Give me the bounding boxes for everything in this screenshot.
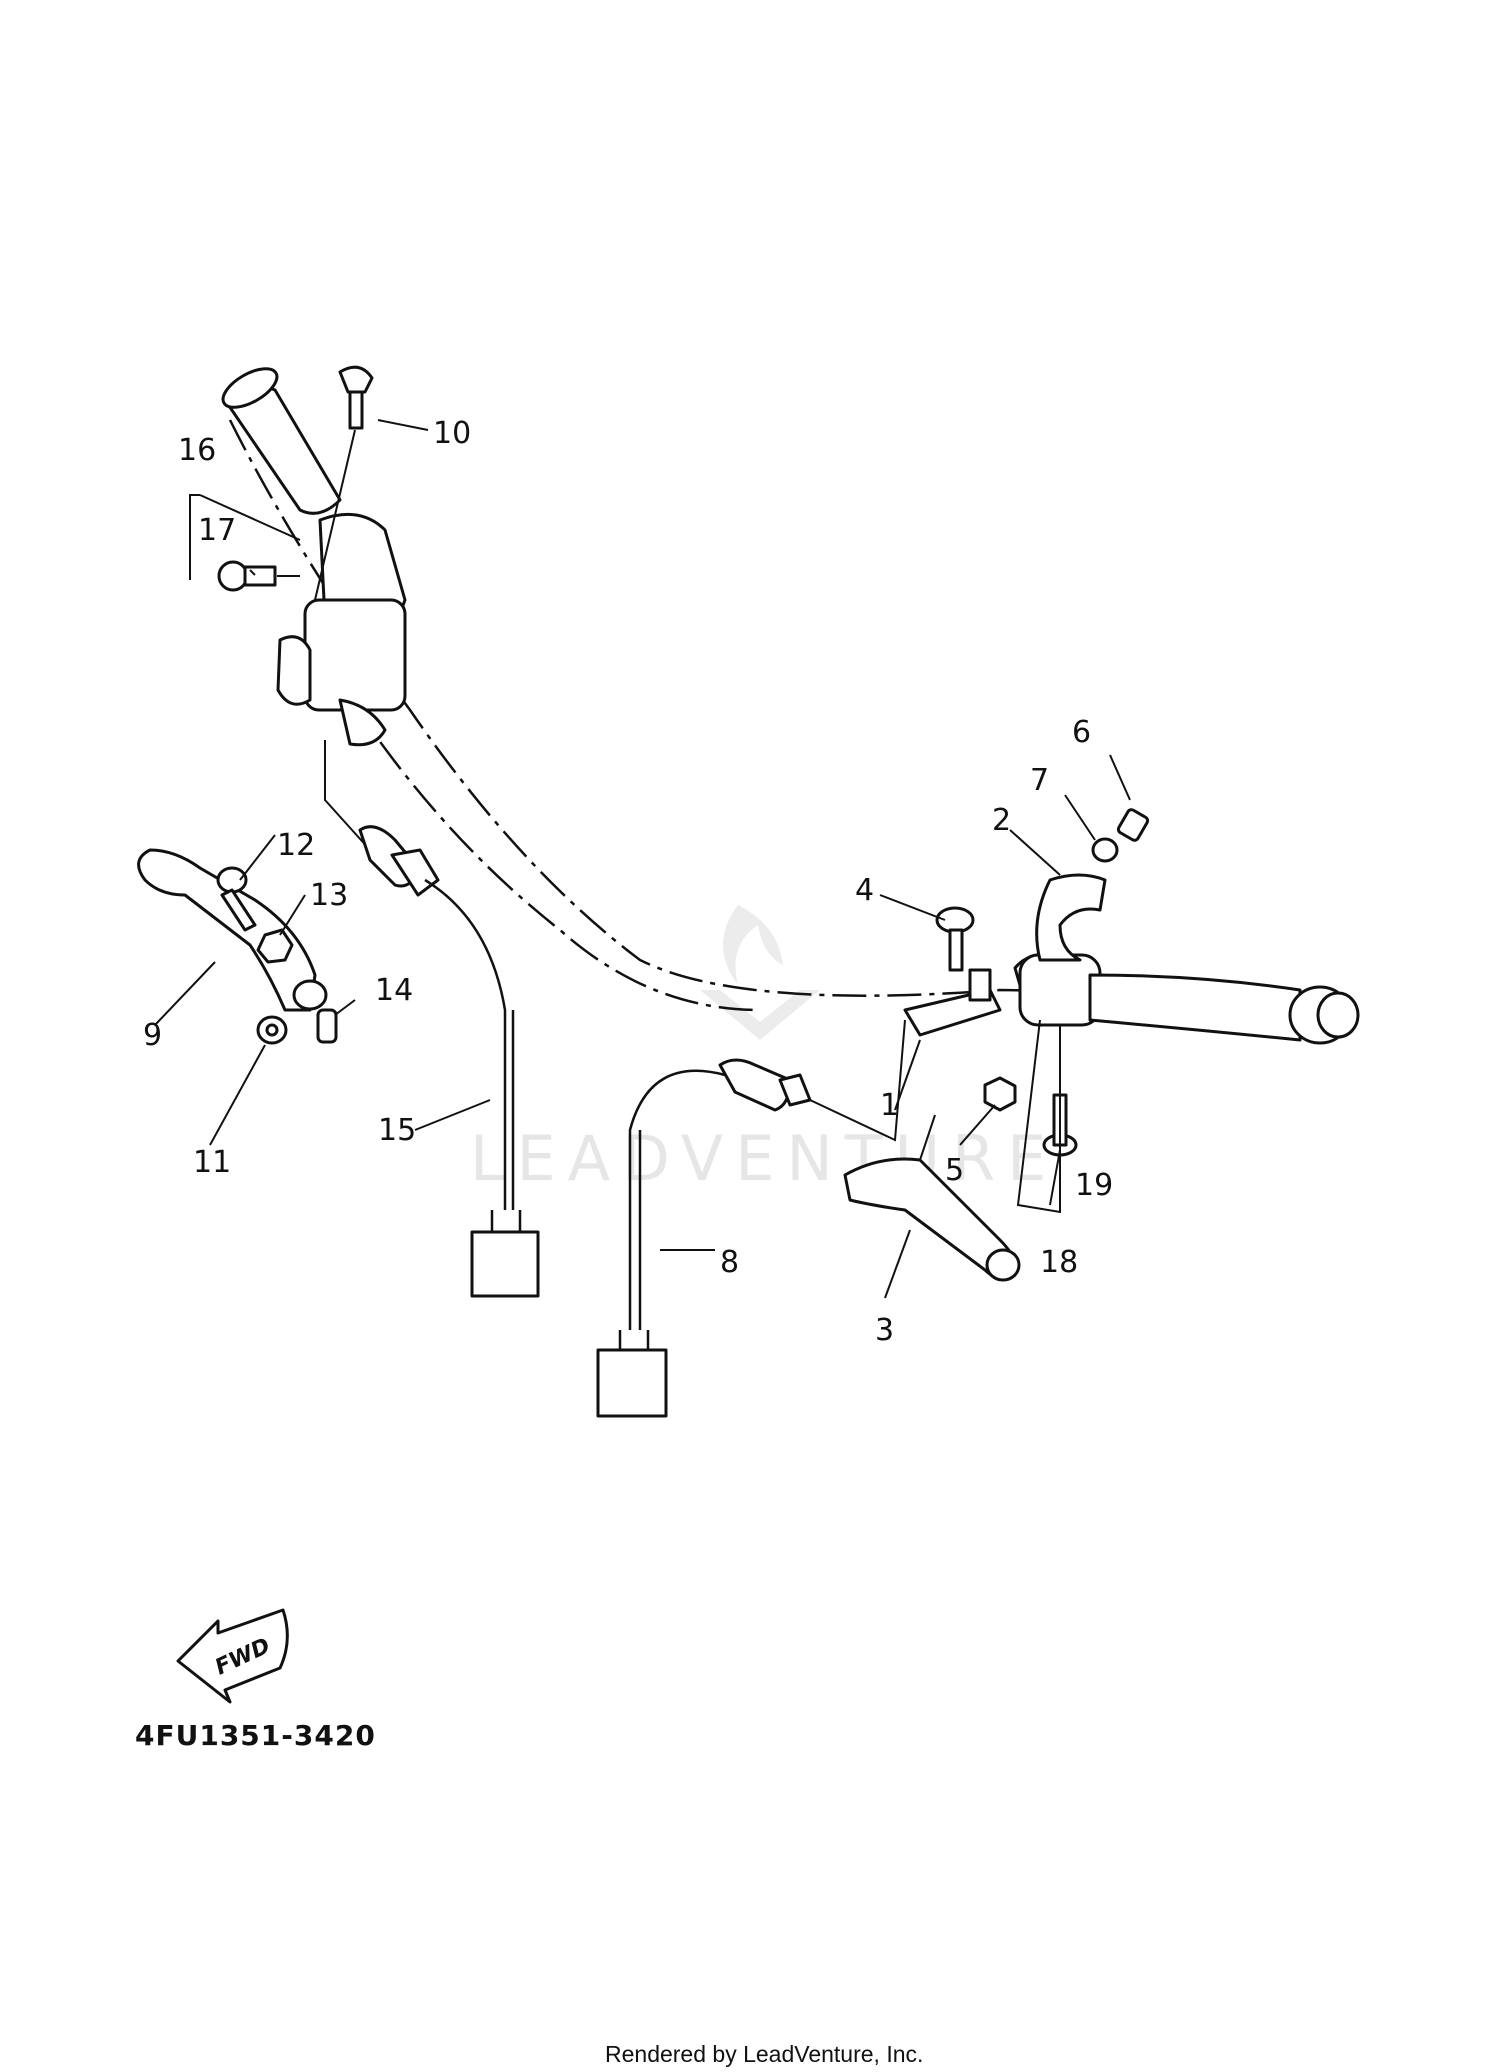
screw-10 — [314, 365, 374, 601]
callout-16: 16 — [178, 433, 216, 468]
watermark: LEADVENTURE — [470, 905, 1058, 1195]
screw-6 — [1116, 808, 1150, 842]
lever-pivot-1 — [903, 968, 1002, 1037]
callout-3: 3 — [875, 1313, 894, 1348]
callout-labels: 1 2 3 4 5 6 7 8 9 10 11 12 13 14 15 16 1… — [143, 416, 1113, 1348]
washer-7 — [1091, 837, 1119, 863]
callout-19: 19 — [1075, 1168, 1113, 1203]
clutch-lever-9 — [137, 848, 328, 1012]
callout-1: 1 — [880, 1088, 899, 1123]
callout-5: 5 — [945, 1153, 964, 1188]
brake-lever-3 — [843, 1114, 1021, 1282]
callout-18: 18 — [1040, 1245, 1078, 1280]
callout-10: 10 — [433, 416, 471, 451]
bolt-4 — [935, 906, 975, 972]
washer-11 — [256, 1015, 288, 1045]
handlebar-centerline — [228, 419, 1321, 997]
callout-4: 4 — [855, 873, 874, 908]
switch-cable-15 — [324, 740, 540, 1298]
callout-2: 2 — [992, 803, 1011, 838]
callout-7: 7 — [1030, 763, 1049, 798]
switch-cable-8 — [596, 1019, 906, 1418]
callout-17: 17 — [198, 513, 236, 548]
fwd-arrow-icon: FWD — [176, 1608, 289, 1704]
callout-6: 6 — [1072, 715, 1091, 750]
watermark-text: LEADVENTURE — [470, 1122, 1058, 1195]
diagram-code: 4FU1351-3420 — [135, 1719, 376, 1752]
bolt-12 — [216, 866, 257, 932]
left-switch-assembly — [276, 512, 407, 747]
handlebar-centerline-lower — [318, 649, 761, 1012]
lever-holder-2 — [1035, 873, 1107, 962]
callout-15: 15 — [378, 1113, 416, 1148]
right-switch-assembly — [1013, 952, 1360, 1045]
callout-13: 13 — [310, 878, 348, 913]
leader-lines — [154, 419, 1131, 1299]
footer-credit: Rendered by LeadVenture, Inc. — [605, 2041, 923, 2067]
callout-12: 12 — [277, 828, 315, 863]
callout-8: 8 — [720, 1245, 739, 1280]
callout-9: 9 — [143, 1018, 162, 1053]
screw-14 — [316, 1008, 338, 1044]
callout-11: 11 — [193, 1145, 231, 1180]
left-grip — [221, 367, 342, 515]
nut-5 — [983, 1076, 1017, 1112]
callout-14: 14 — [375, 973, 413, 1008]
screw-17 — [217, 560, 300, 592]
